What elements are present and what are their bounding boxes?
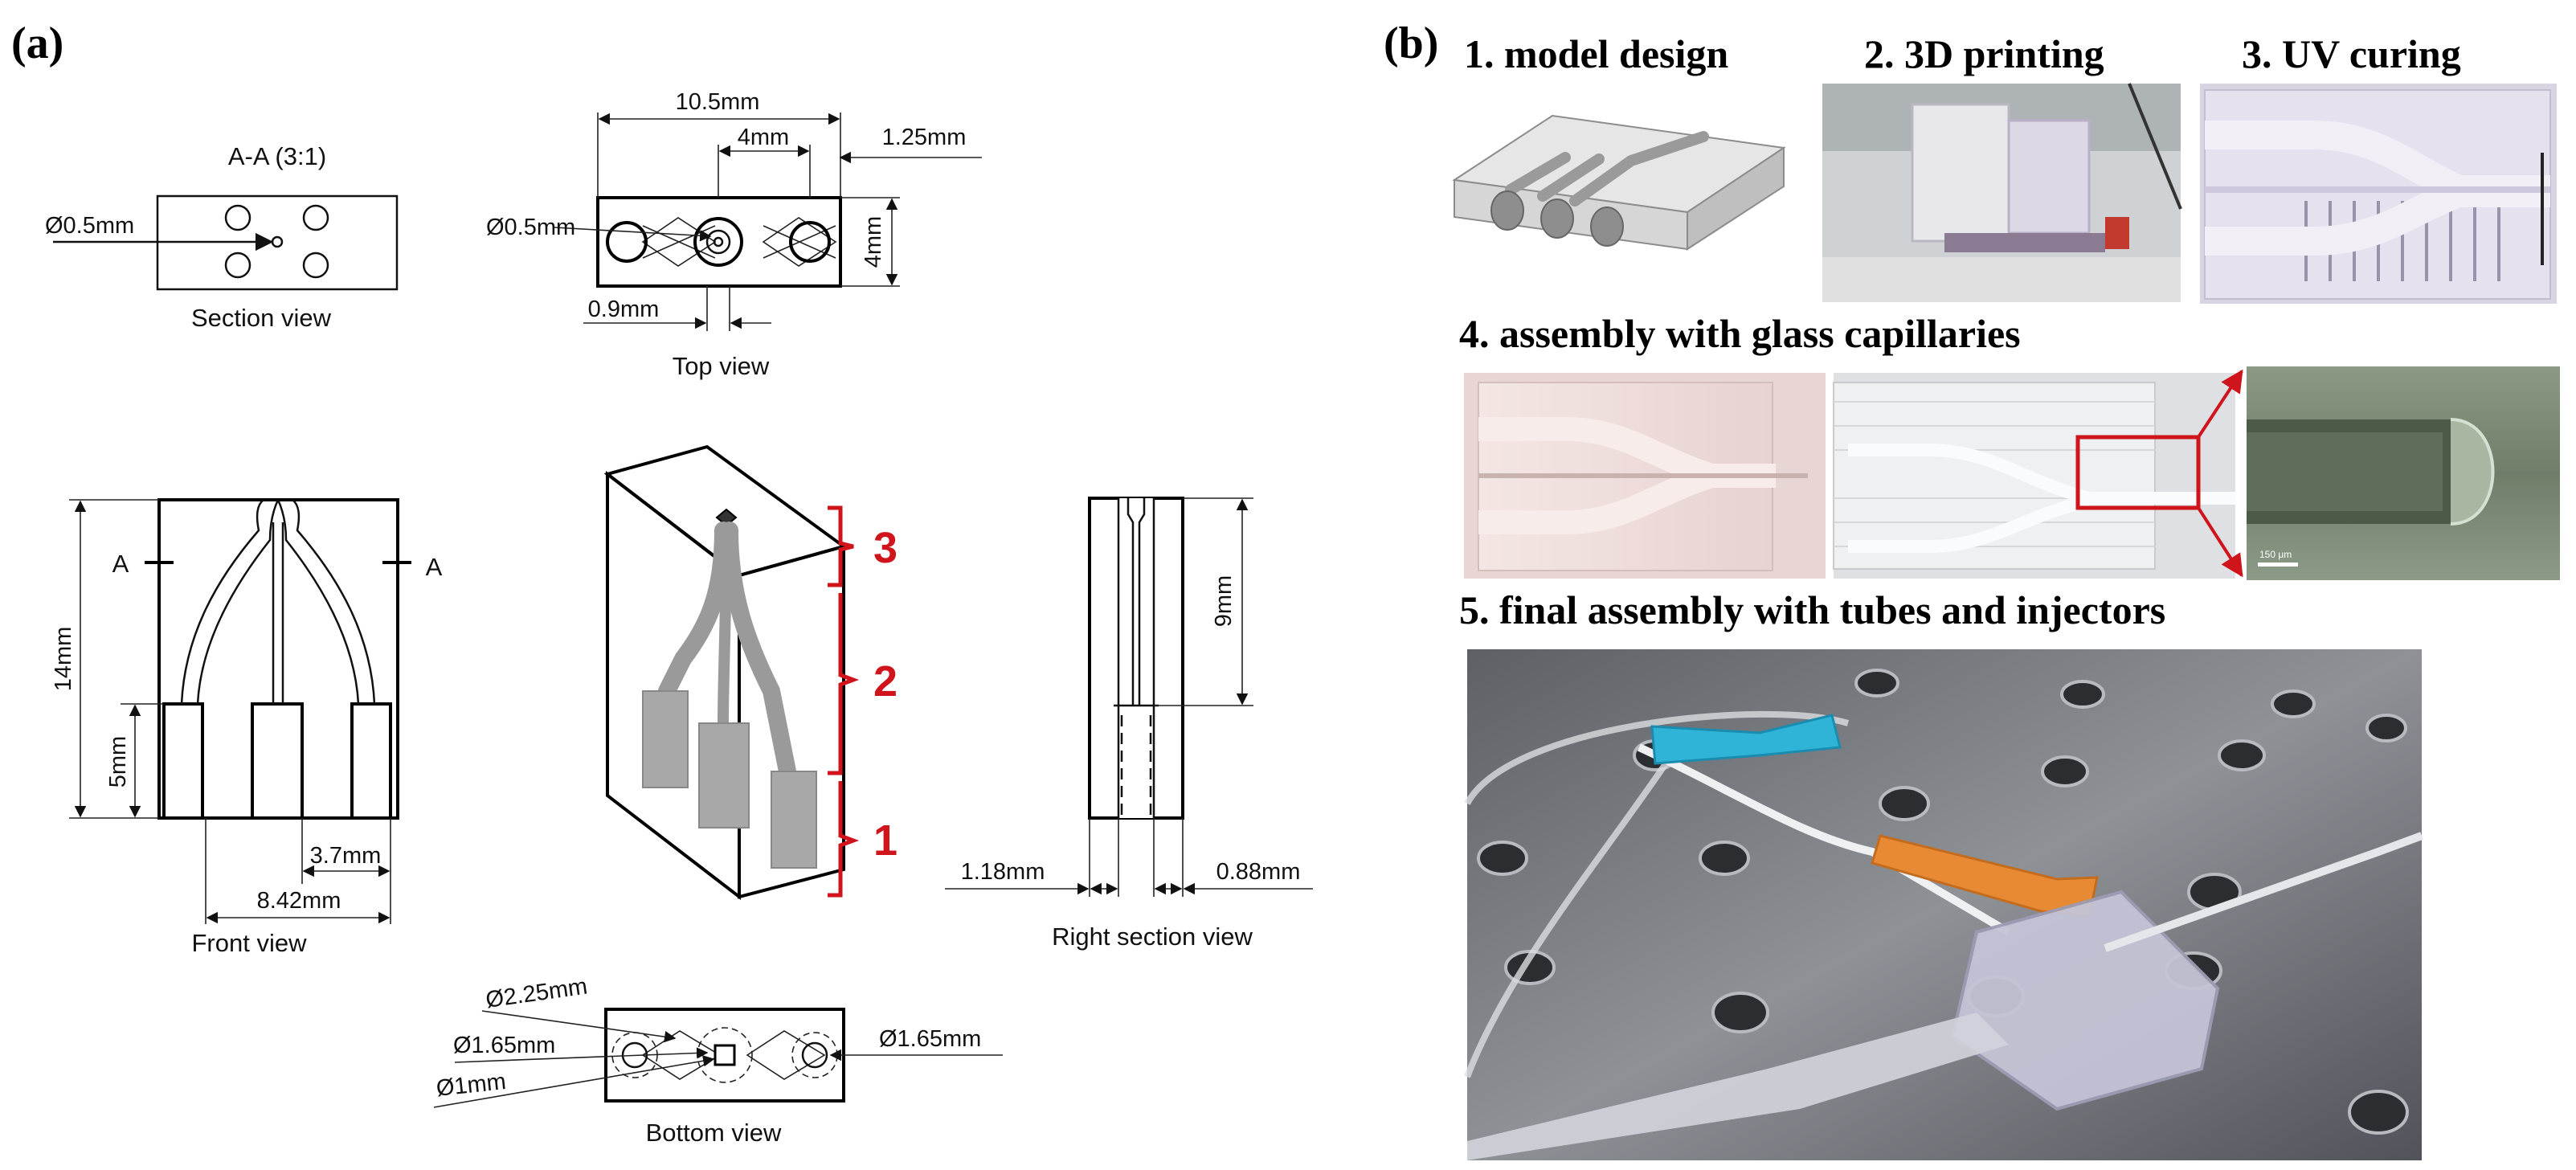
- isometric-view: 3 2 1: [603, 444, 898, 901]
- iso-label-1: 1: [873, 816, 898, 865]
- step-4-title: 4. assembly with glass capillaries: [1459, 311, 2021, 356]
- right-dim-height: 9mm: [1211, 575, 1237, 627]
- section-title: A-A (3:1): [228, 142, 326, 170]
- top-view: 10.5mm 4mm 1.25mm 4mm Ø0.5mm 0.9mm Top v…: [486, 89, 982, 380]
- step-5-title: 5. final assembly with tubes and injecto…: [1459, 587, 2165, 632]
- right-section-view: 9mm 1.18mm 0.88mm Right section view: [945, 497, 1313, 951]
- right-dim-left: 1.18mm: [961, 859, 1045, 885]
- bottom-caption: Bottom view: [646, 1119, 782, 1147]
- front-marker-left: A: [112, 550, 129, 578]
- step-2-title: 2. 3D printing: [1864, 31, 2104, 76]
- final-assembly-photo: [1464, 649, 2423, 1160]
- top-dim-offset: 0.9mm: [588, 297, 660, 322]
- top-dim-diameter: Ø0.5mm: [486, 215, 575, 240]
- uv-curing-photo: [2200, 84, 2557, 304]
- right-caption: Right section view: [1052, 922, 1253, 951]
- front-body: [157, 498, 399, 820]
- panel-b-label: (b): [1384, 18, 1438, 68]
- step-1-title: 1. model design: [1464, 31, 1728, 76]
- bottom-dim-a: Ø2.25mm: [485, 974, 590, 1013]
- section-view: A-A (3:1) Ø0.5mm Section view: [45, 142, 399, 332]
- top-caption: Top view: [673, 352, 770, 380]
- front-dim-height: 14mm: [51, 627, 76, 692]
- front-dim-pitch: 3.7mm: [310, 843, 382, 869]
- scale-bar-label: 150 μm: [2259, 549, 2292, 560]
- right-dim-right: 0.88mm: [1216, 859, 1301, 885]
- front-caption: Front view: [192, 929, 308, 957]
- panel-a-label: (a): [11, 18, 63, 68]
- iso-label-2: 2: [873, 657, 898, 706]
- front-dim-lower: 5mm: [105, 736, 131, 788]
- front-marker-right: A: [426, 553, 443, 581]
- top-dim-inner: 4mm: [738, 125, 789, 150]
- bottom-view: Ø2.25mm Ø1.65mm Ø1mm Ø1.65mm Bottom view: [433, 974, 1003, 1147]
- top-dim-length: 10.5mm: [676, 89, 760, 115]
- bottom-dim-d: Ø1.65mm: [879, 1026, 981, 1052]
- top-body: [596, 196, 842, 288]
- section-caption: Section view: [191, 304, 332, 332]
- assembly-photo-microscope: 150 μm: [2197, 366, 2560, 580]
- top-dim-right: 1.25mm: [882, 125, 967, 150]
- section-dim-diameter: Ø0.5mm: [45, 213, 134, 239]
- assembly-photo-2: [1833, 373, 2235, 579]
- iso-label-3: 3: [873, 524, 898, 572]
- front-dim-width: 8.42mm: [257, 888, 341, 914]
- 3d-printing-photo: [1822, 83, 2182, 302]
- front-view: A A 14mm 5mm 3.7mm 8.42mm Front view: [51, 498, 443, 957]
- top-dim-height: 4mm: [861, 216, 886, 268]
- model-design-render: [1452, 114, 1786, 251]
- step-3-title: 3. UV curing: [2242, 31, 2461, 76]
- bottom-dim-b: Ø1.65mm: [453, 1033, 555, 1058]
- assembly-photo-1: [1464, 373, 1826, 579]
